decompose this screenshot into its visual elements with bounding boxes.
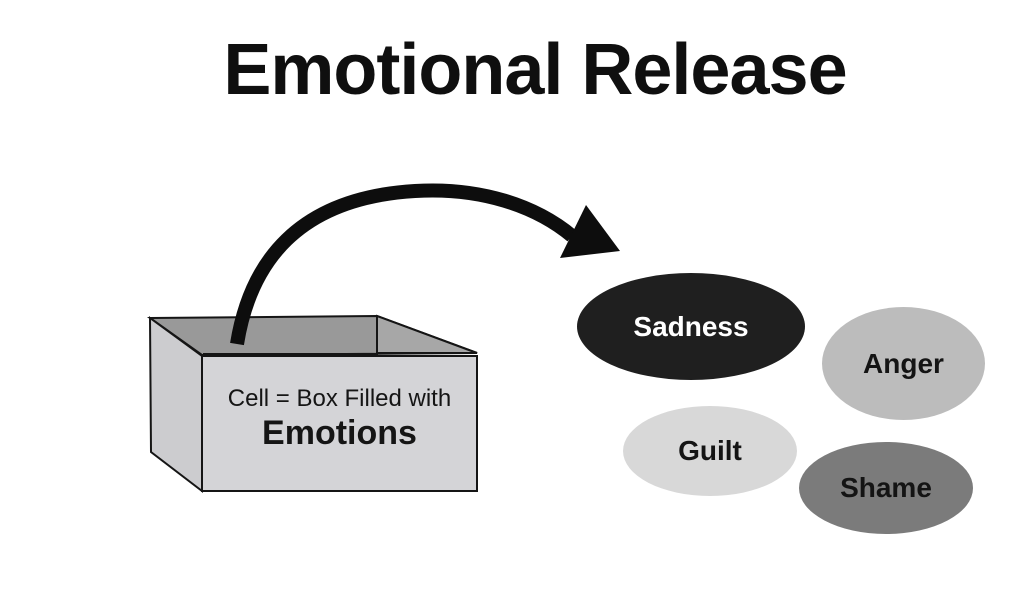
box-inner-right-wall xyxy=(376,314,478,354)
box-caption-line1: Cell = Box Filled with xyxy=(227,385,452,412)
emotion-label-anger: Anger xyxy=(863,347,944,379)
box-caption-line2: Emotions xyxy=(262,414,417,452)
emotion-label-sadness: Sadness xyxy=(633,310,749,342)
emotion-label-guilt: Guilt xyxy=(678,435,742,466)
box-front-face xyxy=(201,355,478,492)
emotion-ellipse-sadness: Sadness xyxy=(577,273,805,380)
emotion-ellipse-guilt: Guilt xyxy=(623,406,797,496)
emotion-ellipse-anger: Anger xyxy=(822,307,985,420)
slide-title: Emotional Release xyxy=(223,30,847,110)
release-arrow-head-icon xyxy=(560,205,620,258)
release-arrow-shaft xyxy=(230,183,577,346)
box-caption: Cell = Box Filled with Emotions xyxy=(202,384,477,452)
emotion-ellipse-shame: Shame xyxy=(799,442,973,534)
emotion-label-shame: Shame xyxy=(840,472,932,503)
